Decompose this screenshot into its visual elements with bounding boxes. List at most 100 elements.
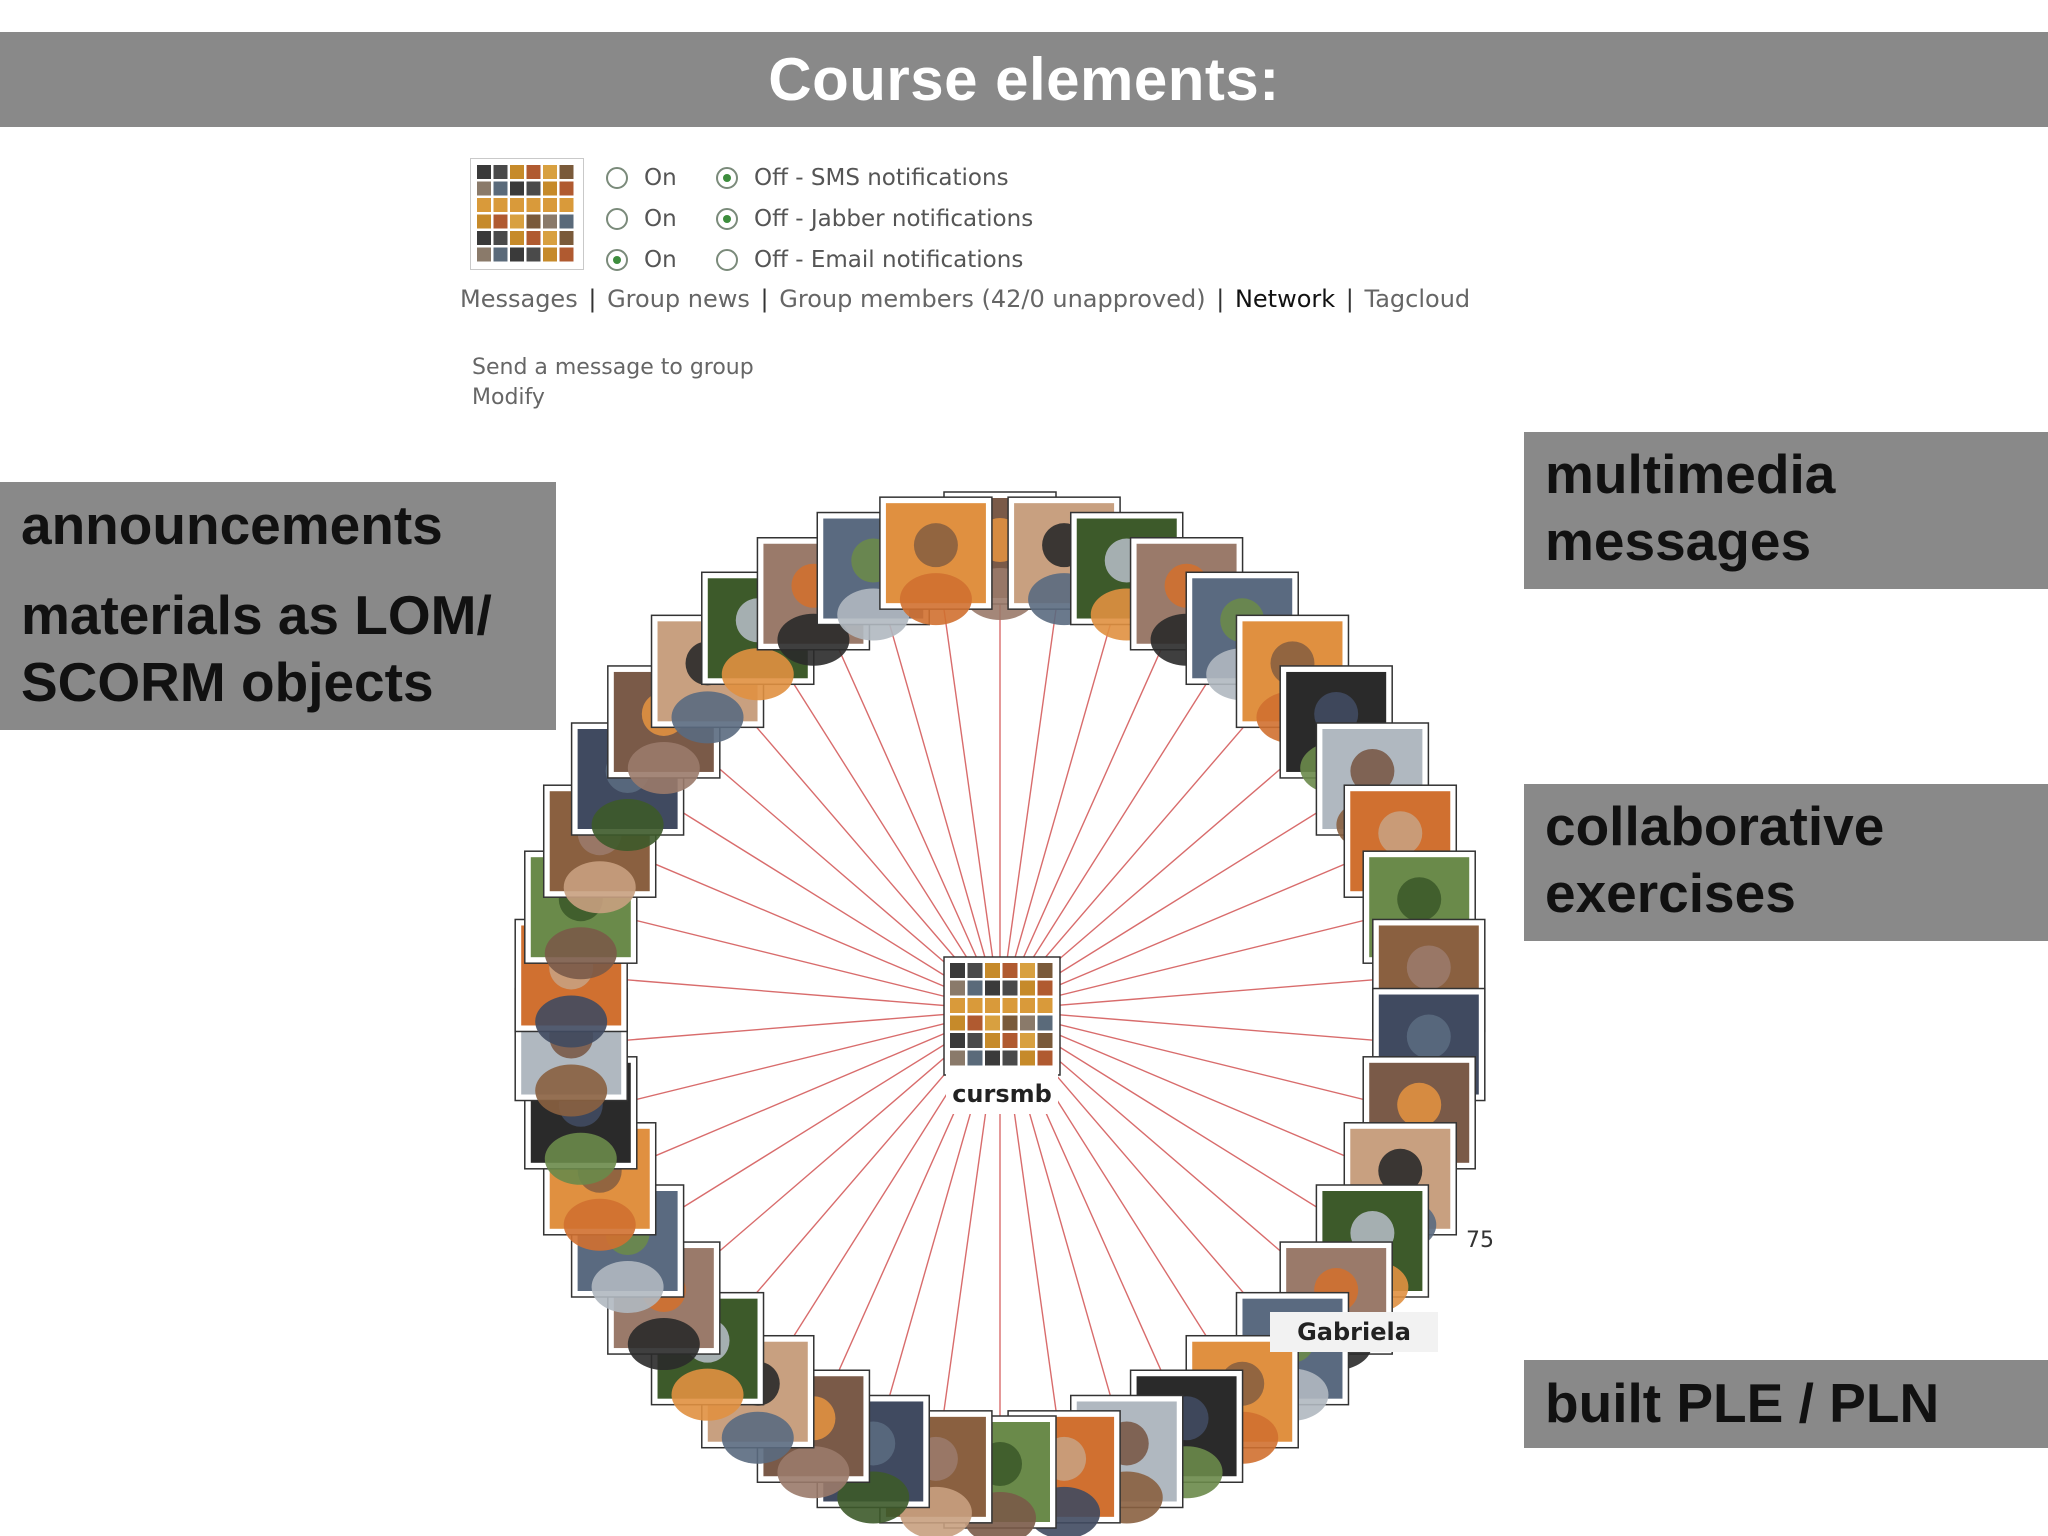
connection-line xyxy=(600,910,1001,1011)
grid-tile xyxy=(526,181,541,196)
grid-tile xyxy=(477,198,491,212)
member-node xyxy=(879,496,993,626)
grid-tile xyxy=(967,1015,983,1031)
announcements-label: announcements xyxy=(21,494,443,556)
connection-line xyxy=(768,644,1001,1011)
member-body xyxy=(837,1471,910,1524)
sms-on-radio[interactable] xyxy=(606,167,628,189)
member-body xyxy=(777,613,850,666)
grid-tile xyxy=(967,980,983,996)
connection-line xyxy=(821,611,1001,1011)
connection-line xyxy=(878,587,1001,1011)
grid-tile xyxy=(985,1033,1000,1048)
grid-tile xyxy=(543,231,557,245)
modify-link[interactable]: Modify xyxy=(472,385,545,410)
grid-tile xyxy=(543,165,557,179)
materials-label: materials as LOM/ xyxy=(21,584,492,646)
email-off-radio[interactable] xyxy=(716,249,738,271)
nav-group-news-link[interactable]: Group news xyxy=(607,285,750,313)
grid-tile xyxy=(1002,963,1018,978)
multimedia-label: multimedia xyxy=(1545,443,1836,505)
nav-tagcloud-link[interactable]: Tagcloud xyxy=(1364,285,1471,313)
member-body xyxy=(899,573,972,626)
grid-tile xyxy=(559,198,574,212)
sms-off-radio[interactable] xyxy=(716,167,738,189)
grid-tile xyxy=(950,980,965,996)
center-node-label: cursmb xyxy=(946,1074,1058,1114)
grid-tile xyxy=(1037,1050,1053,1066)
member-body xyxy=(544,927,617,980)
group-avatar-grid xyxy=(477,165,574,262)
send-message-link[interactable]: Send a message to group xyxy=(472,355,754,380)
nav-separator: | xyxy=(1216,285,1225,313)
grid-tile xyxy=(559,165,574,179)
grid-tile xyxy=(1002,1050,1018,1066)
grid-tile xyxy=(493,165,508,179)
connection-line xyxy=(999,572,1062,1011)
nav-separator: | xyxy=(1345,285,1354,313)
grid-tile xyxy=(477,165,491,179)
grid-tile xyxy=(950,1050,965,1066)
email-on-radio[interactable] xyxy=(606,249,628,271)
ple-pln-box: built PLE / PLN xyxy=(1524,1360,2048,1448)
ple-label: built PLE / PLN xyxy=(1545,1372,1940,1434)
jabber-off-radio[interactable] xyxy=(716,208,738,230)
notification-row-email: On Off - Email notifications xyxy=(606,243,1023,277)
grid-tile xyxy=(1037,1015,1053,1031)
grid-tile xyxy=(543,198,557,212)
count-label: 75 xyxy=(1466,1228,1494,1253)
sms-on-label: On xyxy=(644,165,677,191)
grid-tile xyxy=(1020,1033,1035,1048)
grid-tile xyxy=(543,247,557,262)
nav-messages-link[interactable]: Messages xyxy=(460,285,578,313)
grid-tile xyxy=(985,980,1000,996)
grid-tile xyxy=(967,1050,983,1066)
grid-tile xyxy=(950,963,965,978)
connection-line xyxy=(938,572,1001,1011)
grid-tile xyxy=(477,181,491,196)
member-head xyxy=(1406,945,1451,990)
member-head xyxy=(1406,1014,1451,1059)
member-body xyxy=(777,1446,850,1499)
page-title: Course elements: xyxy=(768,46,1280,113)
member-body xyxy=(591,1261,664,1313)
jabber-off-label: Off - Jabber notifications xyxy=(754,206,1034,232)
connection-line xyxy=(999,1009,1382,1173)
grid-tile xyxy=(1020,998,1035,1013)
jabber-on-radio[interactable] xyxy=(606,208,628,230)
grid-tile xyxy=(510,231,524,245)
grid-tile xyxy=(510,247,524,262)
member-head xyxy=(1378,811,1423,856)
member-body xyxy=(591,799,664,851)
grid-tile xyxy=(510,165,524,179)
features-box-left: announcements materials as LOM/ SCORM ob… xyxy=(0,482,556,730)
member-body xyxy=(671,691,744,744)
member-body xyxy=(544,1132,617,1185)
member-body xyxy=(721,648,794,701)
grid-tile xyxy=(559,247,574,262)
exercises-label: exercises xyxy=(1545,862,1796,924)
grid-tile xyxy=(493,231,508,245)
group-avatar-grid-icon xyxy=(470,158,584,270)
grid-tile xyxy=(526,247,541,262)
grid-tile xyxy=(1020,1015,1035,1031)
member-body xyxy=(627,1318,700,1371)
nav-network-link[interactable]: Network xyxy=(1234,285,1336,313)
grid-tile xyxy=(950,1015,965,1031)
connection-line xyxy=(999,644,1232,1011)
member-body xyxy=(671,1368,744,1421)
highlight-node-label: Gabriela xyxy=(1270,1312,1438,1352)
connection-line xyxy=(618,847,1001,1011)
grid-tile xyxy=(1037,998,1053,1013)
grid-tile xyxy=(985,998,1000,1013)
grid-tile xyxy=(1020,963,1035,978)
member-head xyxy=(1397,877,1442,922)
grid-tile xyxy=(559,214,574,229)
group-nav: Messages | Group news | Group members (4… xyxy=(460,285,1470,313)
connection-line xyxy=(591,976,1001,1011)
grid-tile xyxy=(493,181,508,196)
grid-tile xyxy=(559,181,574,196)
nav-group-members-link[interactable]: Group members (42/0 unapproved) xyxy=(779,285,1206,313)
member-head xyxy=(1397,1082,1442,1127)
